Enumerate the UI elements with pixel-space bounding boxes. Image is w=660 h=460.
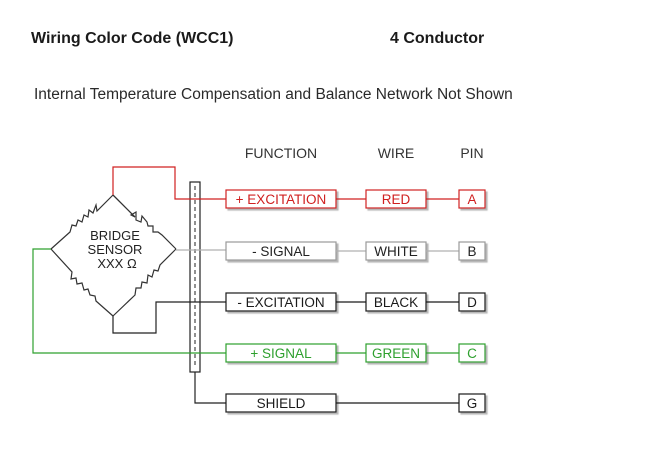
wire-color-label: GREEN [372,346,420,361]
pin-label: C [467,346,477,361]
wiring-rows: + EXCITATION RED A - SIGNAL WHITE B - EXCITATI… [225,189,486,413]
pin-column-header: PIN [460,145,483,161]
pin-label: A [467,192,476,207]
resistor-top-left [50,194,114,250]
wire-black-sensor [112,301,226,334]
function-label: - EXCITATION [237,295,324,310]
pin-box [458,343,486,363]
bridge-sensor: BRIDGE SENSOR XXX Ω [50,194,177,317]
function-label: SHIELD [257,396,306,411]
wiring-row: + EXCITATION RED A [225,189,486,209]
pin-box [458,241,486,261]
wiring-row: - EXCITATION BLACK D [225,292,486,312]
wire-column-header: WIRE [378,145,415,161]
wire-green-sensor [32,248,226,354]
wiring-row: + SIGNAL GREEN C [225,343,486,363]
pin-label: G [467,396,478,411]
function-label: - SIGNAL [252,244,310,259]
cable-shield [189,181,201,373]
wiring-row: - SIGNAL WHITE B [225,241,486,261]
diagram-title: Wiring Color Code (WCC1) [31,30,234,47]
wire-shield-drain [194,372,226,404]
pin-box [458,189,486,209]
function-column-header: FUNCTION [245,145,317,161]
sensor-label-line3: XXX Ω [97,256,137,271]
wire-color-label: BLACK [374,295,418,310]
pin-box [458,292,486,312]
diagram-subtitle: Internal Temperature Compensation and Ba… [34,86,513,103]
function-label: + EXCITATION [236,192,327,207]
pin-label: B [467,244,476,259]
sensor-label-line1: BRIDGE [90,228,140,243]
resistor-top-right [129,210,177,250]
resistor-bottom-left [50,248,114,317]
sensor-label-line2: SENSOR [88,242,143,257]
resistor-bottom-right [112,248,177,317]
wire-color-label: WHITE [374,244,418,259]
wire-color-label: RED [382,192,411,207]
sensor-wires [32,166,226,404]
wire-red-sensor [112,166,226,200]
pin-label: D [467,295,477,310]
pin-box [458,393,486,413]
function-label: + SIGNAL [250,346,312,361]
conductor-count: 4 Conductor [390,30,485,47]
wiring-row: SHIELD G [225,393,486,413]
